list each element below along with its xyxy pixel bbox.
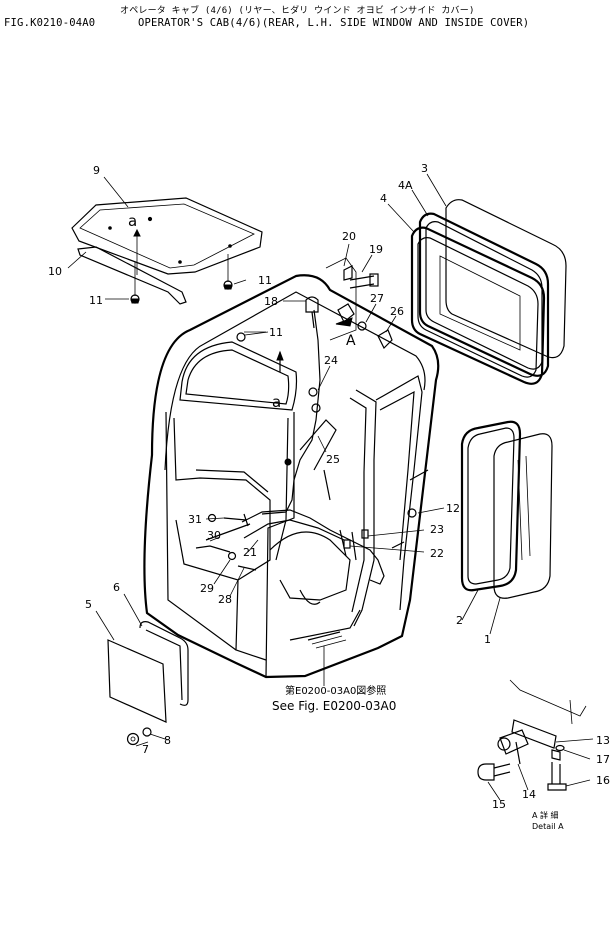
callout-20: 20: [342, 230, 356, 243]
detail-a-en: Detail A: [532, 822, 564, 831]
callout-8: 8: [164, 734, 171, 747]
callout-24: 24: [324, 354, 338, 367]
detail-a-jp: A 詳 細: [532, 810, 559, 820]
callout-11-right: 11: [258, 274, 272, 287]
callout-14: 14: [522, 788, 536, 801]
callout-18: 18: [264, 295, 278, 308]
callout-25: 25: [326, 453, 340, 466]
callout-4a: 4A: [398, 179, 413, 192]
callout-13: 13: [596, 734, 610, 747]
callout-17: 17: [596, 753, 610, 766]
detail-a-bracket: [477, 679, 587, 791]
roof-trim-strip: [77, 246, 187, 305]
callout-28: 28: [218, 593, 232, 606]
marker-a-cab: a: [272, 393, 281, 411]
cab-harness: [195, 309, 385, 585]
callout-26: 26: [390, 305, 404, 318]
marker-A-view: A: [346, 333, 356, 349]
upper-hardware: [236, 257, 393, 350]
side-window-assembly: [460, 420, 553, 599]
callout-19: 19: [369, 243, 383, 256]
callout-30: 30: [207, 529, 221, 542]
callout-21: 21: [243, 546, 257, 559]
callout-9: 9: [93, 164, 100, 177]
japanese-title: オペレータ キャブ (4/6) (リヤー、ヒダリ ウインド オヨビ インサイド …: [120, 6, 475, 16]
see-fig-jp: 第E0200-03A0図参照: [285, 684, 386, 697]
callout-12: 12: [446, 502, 460, 515]
roof-inside-cover: [71, 197, 263, 275]
figure-title: OPERATOR'S CAB(4/6)(REAR, L.H. SIDE WIND…: [138, 17, 530, 29]
callout-15: 15: [492, 798, 506, 811]
callout-4: 4: [380, 192, 387, 205]
callout-23: 23: [430, 523, 444, 536]
see-fig-en: See Fig. E0200-03A0: [272, 699, 396, 713]
inside-cover-plate: [107, 621, 189, 723]
callout-27: 27: [370, 292, 384, 305]
callout-2: 2: [456, 614, 463, 627]
callout-1: 1: [484, 633, 491, 646]
callout-5: 5: [85, 598, 92, 611]
callout-10: 10: [48, 265, 62, 278]
callout-numbers: 9 10 11 11 11 18 20 19 27 26 24 25 3 4A …: [48, 162, 610, 811]
callout-11-cab: 11: [269, 326, 283, 339]
cab-body: [143, 274, 440, 679]
rear-window-assembly: [410, 199, 567, 385]
callout-7: 7: [142, 743, 149, 756]
callout-6: 6: [113, 581, 120, 594]
figure-number: FIG.K0210-04A0: [4, 17, 96, 29]
view-markers: a a A: [128, 212, 356, 411]
callout-16: 16: [596, 774, 610, 787]
leader-lines: [67, 173, 594, 801]
callout-3: 3: [421, 162, 428, 175]
callout-11-roof: 11: [89, 294, 103, 307]
callout-22: 22: [430, 547, 444, 560]
reference-notes: 第E0200-03A0図参照 See Fig. E0200-03A0 A 詳 細…: [272, 684, 564, 831]
callout-31: 31: [188, 513, 202, 526]
marker-a-roof: a: [128, 212, 137, 230]
callout-29: 29: [200, 582, 214, 595]
